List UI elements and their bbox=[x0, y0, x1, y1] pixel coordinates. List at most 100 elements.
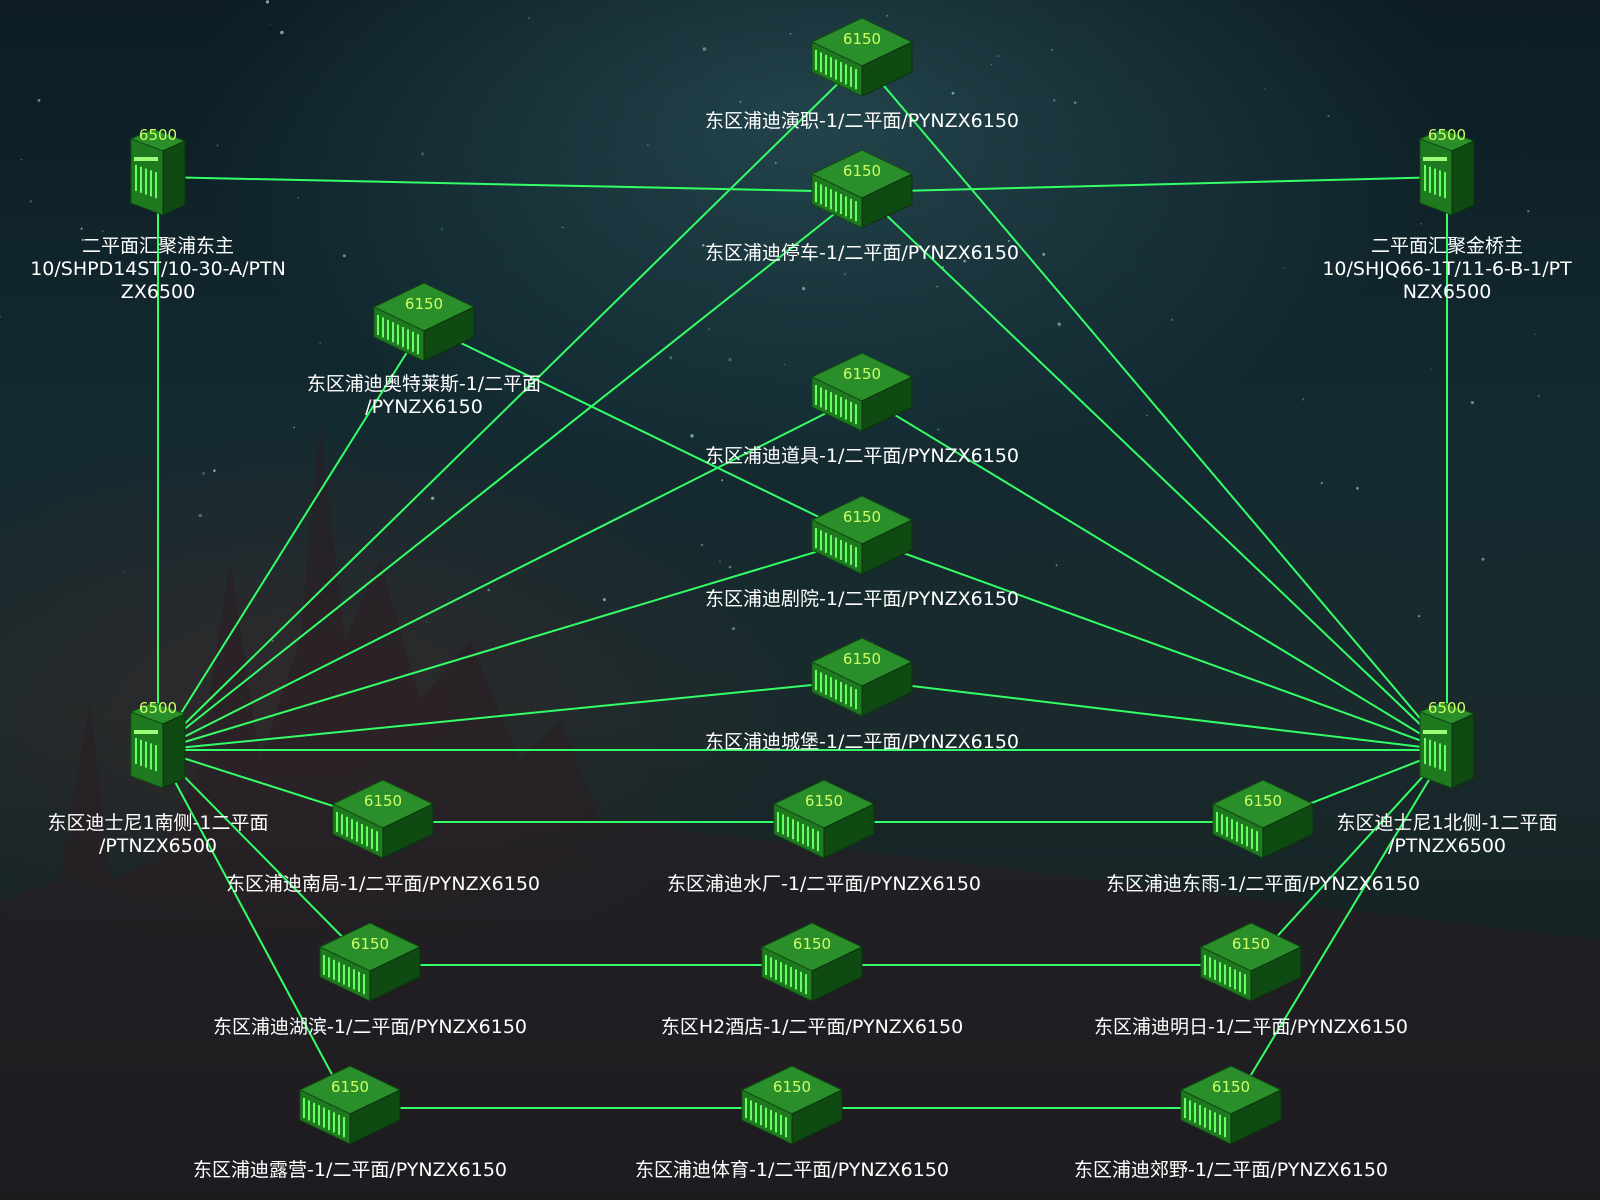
device-side-face bbox=[423, 306, 475, 362]
star-dot bbox=[774, 161, 777, 164]
star-dot bbox=[1417, 615, 1421, 618]
device-side-face bbox=[1262, 803, 1314, 859]
link-tingche-jinqiao bbox=[861, 176, 1448, 193]
star-dot bbox=[1057, 322, 1061, 326]
star-dot bbox=[997, 55, 1000, 58]
node-chengbao[interactable]: 6150 bbox=[810, 637, 914, 717]
device-model-badge: 6150 bbox=[1232, 935, 1270, 953]
star-dot bbox=[702, 243, 705, 247]
star-dot bbox=[122, 572, 125, 574]
device-model-badge: 6150 bbox=[843, 365, 881, 383]
star-dot bbox=[74, 266, 78, 270]
link-south-daoju bbox=[157, 394, 863, 751]
node-jiaoye[interactable]: 6150 bbox=[1179, 1065, 1283, 1145]
star-dot bbox=[718, 560, 722, 563]
star-dot bbox=[487, 588, 491, 592]
node-label-south-line2: /PTNZX6500 bbox=[99, 835, 217, 857]
star-dot bbox=[293, 426, 296, 429]
node-label-pudong-line3: ZX6500 bbox=[121, 281, 195, 303]
star-dot bbox=[528, 17, 530, 19]
star-dot bbox=[426, 621, 428, 623]
device-model-badge: 6150 bbox=[351, 935, 389, 953]
star-dot bbox=[441, 379, 443, 382]
node-shuichang[interactable]: 6150 bbox=[772, 779, 876, 859]
node-label-pudong-line1: 二平面汇聚浦东主 bbox=[82, 235, 234, 257]
node-label-chengbao-line1: 东区浦迪城堡-1/二平面/PYNZX6150 bbox=[705, 731, 1019, 753]
star-dot bbox=[297, 196, 299, 199]
node-aotelai[interactable]: 6150 bbox=[372, 282, 476, 362]
device-side-face bbox=[811, 946, 863, 1002]
device-model-badge: 6150 bbox=[793, 935, 831, 953]
star-dot bbox=[963, 259, 967, 263]
star-dot bbox=[602, 598, 606, 602]
star-dot bbox=[271, 639, 274, 642]
node-mingri[interactable]: 6150 bbox=[1199, 922, 1303, 1002]
star-dot bbox=[1171, 319, 1173, 321]
star-dot bbox=[216, 144, 219, 147]
device-model-badge: 6150 bbox=[843, 162, 881, 180]
node-jinqiao[interactable]: 6500 bbox=[1418, 126, 1476, 216]
node-label-dongyu-line1: 东区浦迪东雨-1/二平面/PYNZX6150 bbox=[1106, 873, 1420, 895]
star-dot bbox=[700, 543, 704, 547]
star-dot bbox=[1052, 98, 1056, 102]
node-dongyu[interactable]: 6150 bbox=[1211, 779, 1315, 859]
link-juyuan-north bbox=[861, 537, 1448, 751]
star-dot bbox=[0, 315, 2, 318]
link-south-luying bbox=[157, 749, 351, 1109]
link-south-chengbao bbox=[157, 679, 863, 751]
node-south[interactable]: 6500 bbox=[129, 699, 187, 789]
star-dot bbox=[1537, 395, 1540, 397]
device-side-face bbox=[369, 946, 421, 1002]
node-label-nanju-line1: 东区浦迪南局-1/二平面/PYNZX6150 bbox=[226, 873, 540, 895]
star-dot bbox=[265, 0, 270, 4]
node-label-luying-line1: 东区浦迪露营-1/二平面/PYNZX6150 bbox=[193, 1159, 507, 1181]
status-led-bar bbox=[134, 157, 158, 161]
star-dot bbox=[731, 626, 736, 631]
star-dot bbox=[198, 513, 202, 518]
star-dot bbox=[721, 479, 724, 482]
castle-silhouette bbox=[0, 420, 1600, 1200]
node-tingche[interactable]: 6150 bbox=[810, 149, 914, 229]
device-model-badge: 6150 bbox=[843, 30, 881, 48]
device-side-face bbox=[162, 140, 186, 216]
link-south-tingche bbox=[157, 191, 863, 751]
node-north[interactable]: 6500 bbox=[1418, 699, 1476, 789]
node-tiyu[interactable]: 6150 bbox=[740, 1065, 844, 1145]
node-juyuan[interactable]: 6150 bbox=[810, 495, 914, 575]
node-pudong[interactable]: 6500 bbox=[129, 126, 187, 216]
node-daoju[interactable]: 6150 bbox=[810, 352, 914, 432]
node-label-daoju-line1: 东区浦迪道具-1/二平面/PYNZX6150 bbox=[705, 445, 1019, 467]
star-dot bbox=[29, 200, 33, 203]
star-dot bbox=[562, 226, 564, 229]
device-model-badge: 6150 bbox=[331, 1078, 369, 1096]
star-dot bbox=[201, 471, 206, 476]
node-hubin[interactable]: 6150 bbox=[318, 922, 422, 1002]
device-model-badge: 6150 bbox=[364, 792, 402, 810]
link-daoju-north bbox=[861, 394, 1448, 751]
node-label-juyuan-line1: 东区浦迪剧院-1/二平面/PYNZX6150 bbox=[705, 588, 1019, 610]
node-label-jinqiao-line3: NZX6500 bbox=[1403, 281, 1492, 303]
device-side-face bbox=[1451, 713, 1475, 789]
status-led-bar bbox=[1423, 157, 1447, 161]
star-dot bbox=[37, 98, 41, 102]
device-side-face bbox=[1451, 140, 1475, 216]
node-label-tiyu-line1: 东区浦迪体育-1/二平面/PYNZX6150 bbox=[635, 1159, 949, 1181]
star-dot bbox=[690, 434, 694, 438]
node-nanju[interactable]: 6150 bbox=[331, 779, 435, 859]
device-model-badge: 6150 bbox=[773, 1078, 811, 1096]
star-dot bbox=[942, 266, 945, 268]
link-tingche-north bbox=[861, 191, 1448, 751]
node-yanzhi[interactable]: 6150 bbox=[810, 17, 914, 97]
device-model-badge: 6150 bbox=[1212, 1078, 1250, 1096]
star-dot bbox=[1327, 114, 1330, 117]
node-label-tingche-line1: 东区浦迪停车-1/二平面/PYNZX6150 bbox=[705, 242, 1019, 264]
node-h2[interactable]: 6150 bbox=[760, 922, 864, 1002]
device-model-badge: 6500 bbox=[139, 126, 177, 144]
star-dot bbox=[936, 285, 938, 288]
star-dot bbox=[1042, 252, 1046, 256]
link-south-hubin bbox=[157, 749, 371, 966]
node-luying[interactable]: 6150 bbox=[298, 1065, 402, 1145]
node-label-jinqiao-line2: 10/SHJQ66-1T/11-6-B-1/PT bbox=[1322, 258, 1572, 280]
star-dot bbox=[794, 455, 798, 459]
